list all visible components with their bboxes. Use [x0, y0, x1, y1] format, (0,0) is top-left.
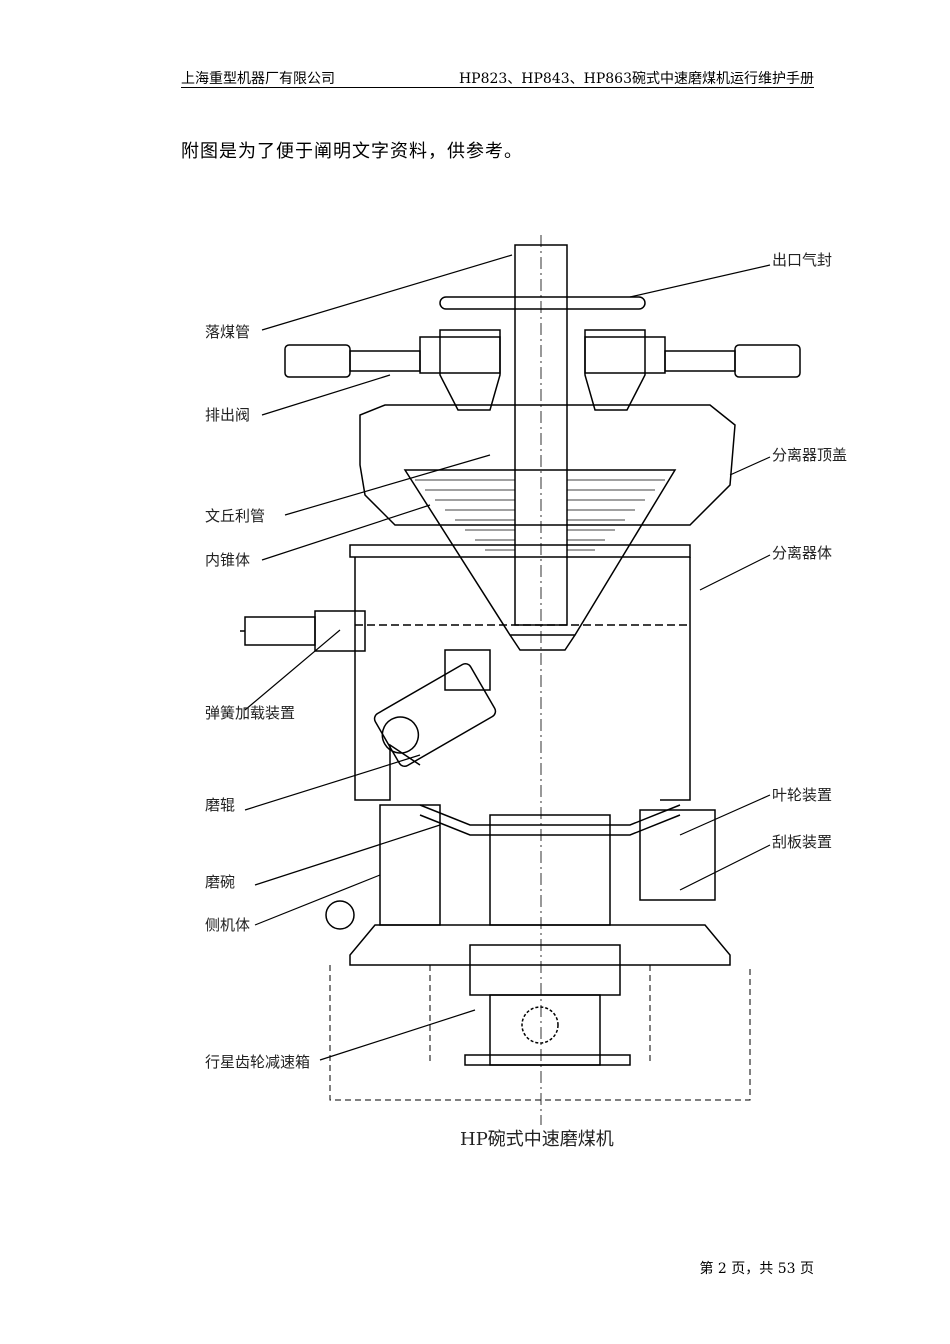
label-scraper: 刮板装置 [772, 833, 832, 851]
label-separator-body: 分离器体 [772, 544, 832, 562]
label-roller: 磨辊 [205, 796, 235, 814]
header-company: 上海重型机器厂有限公司 [181, 71, 335, 87]
label-bowl: 磨碗 [205, 873, 235, 891]
label-gearbox: 行星齿轮减速箱 [205, 1053, 310, 1071]
label-venturi: 文丘利管 [205, 507, 265, 525]
intro-text: 附图是为了便于阐明文字资料，供参考。 [181, 141, 523, 162]
label-coal-pipe: 落煤管 [205, 323, 250, 341]
header-manual-title: HP823、HP843、HP863碗式中速磨煤机运行维护手册 [458, 71, 814, 87]
label-spring-loading: 弹簧加载装置 [205, 704, 295, 722]
label-impeller: 叶轮装置 [772, 786, 832, 804]
page-number: 第 2 页，共 53 页 [699, 1261, 814, 1277]
label-discharge-valve: 排出阀 [205, 406, 250, 424]
label-separator-top: 分离器顶盖 [772, 446, 847, 464]
label-side-housing: 侧机体 [205, 916, 250, 934]
header-rule [181, 87, 814, 88]
mill-diagram: 落煤管 排出阀 文丘利管 内锥体 弹簧加载装置 磨辊 磨碗 侧机体 行星齿轮减速… [205, 235, 847, 1150]
figure-caption: HP碗式中速磨煤机 [460, 1129, 614, 1150]
label-inner-cone: 内锥体 [205, 551, 250, 569]
label-outlet-seal: 出口气封 [772, 251, 832, 269]
